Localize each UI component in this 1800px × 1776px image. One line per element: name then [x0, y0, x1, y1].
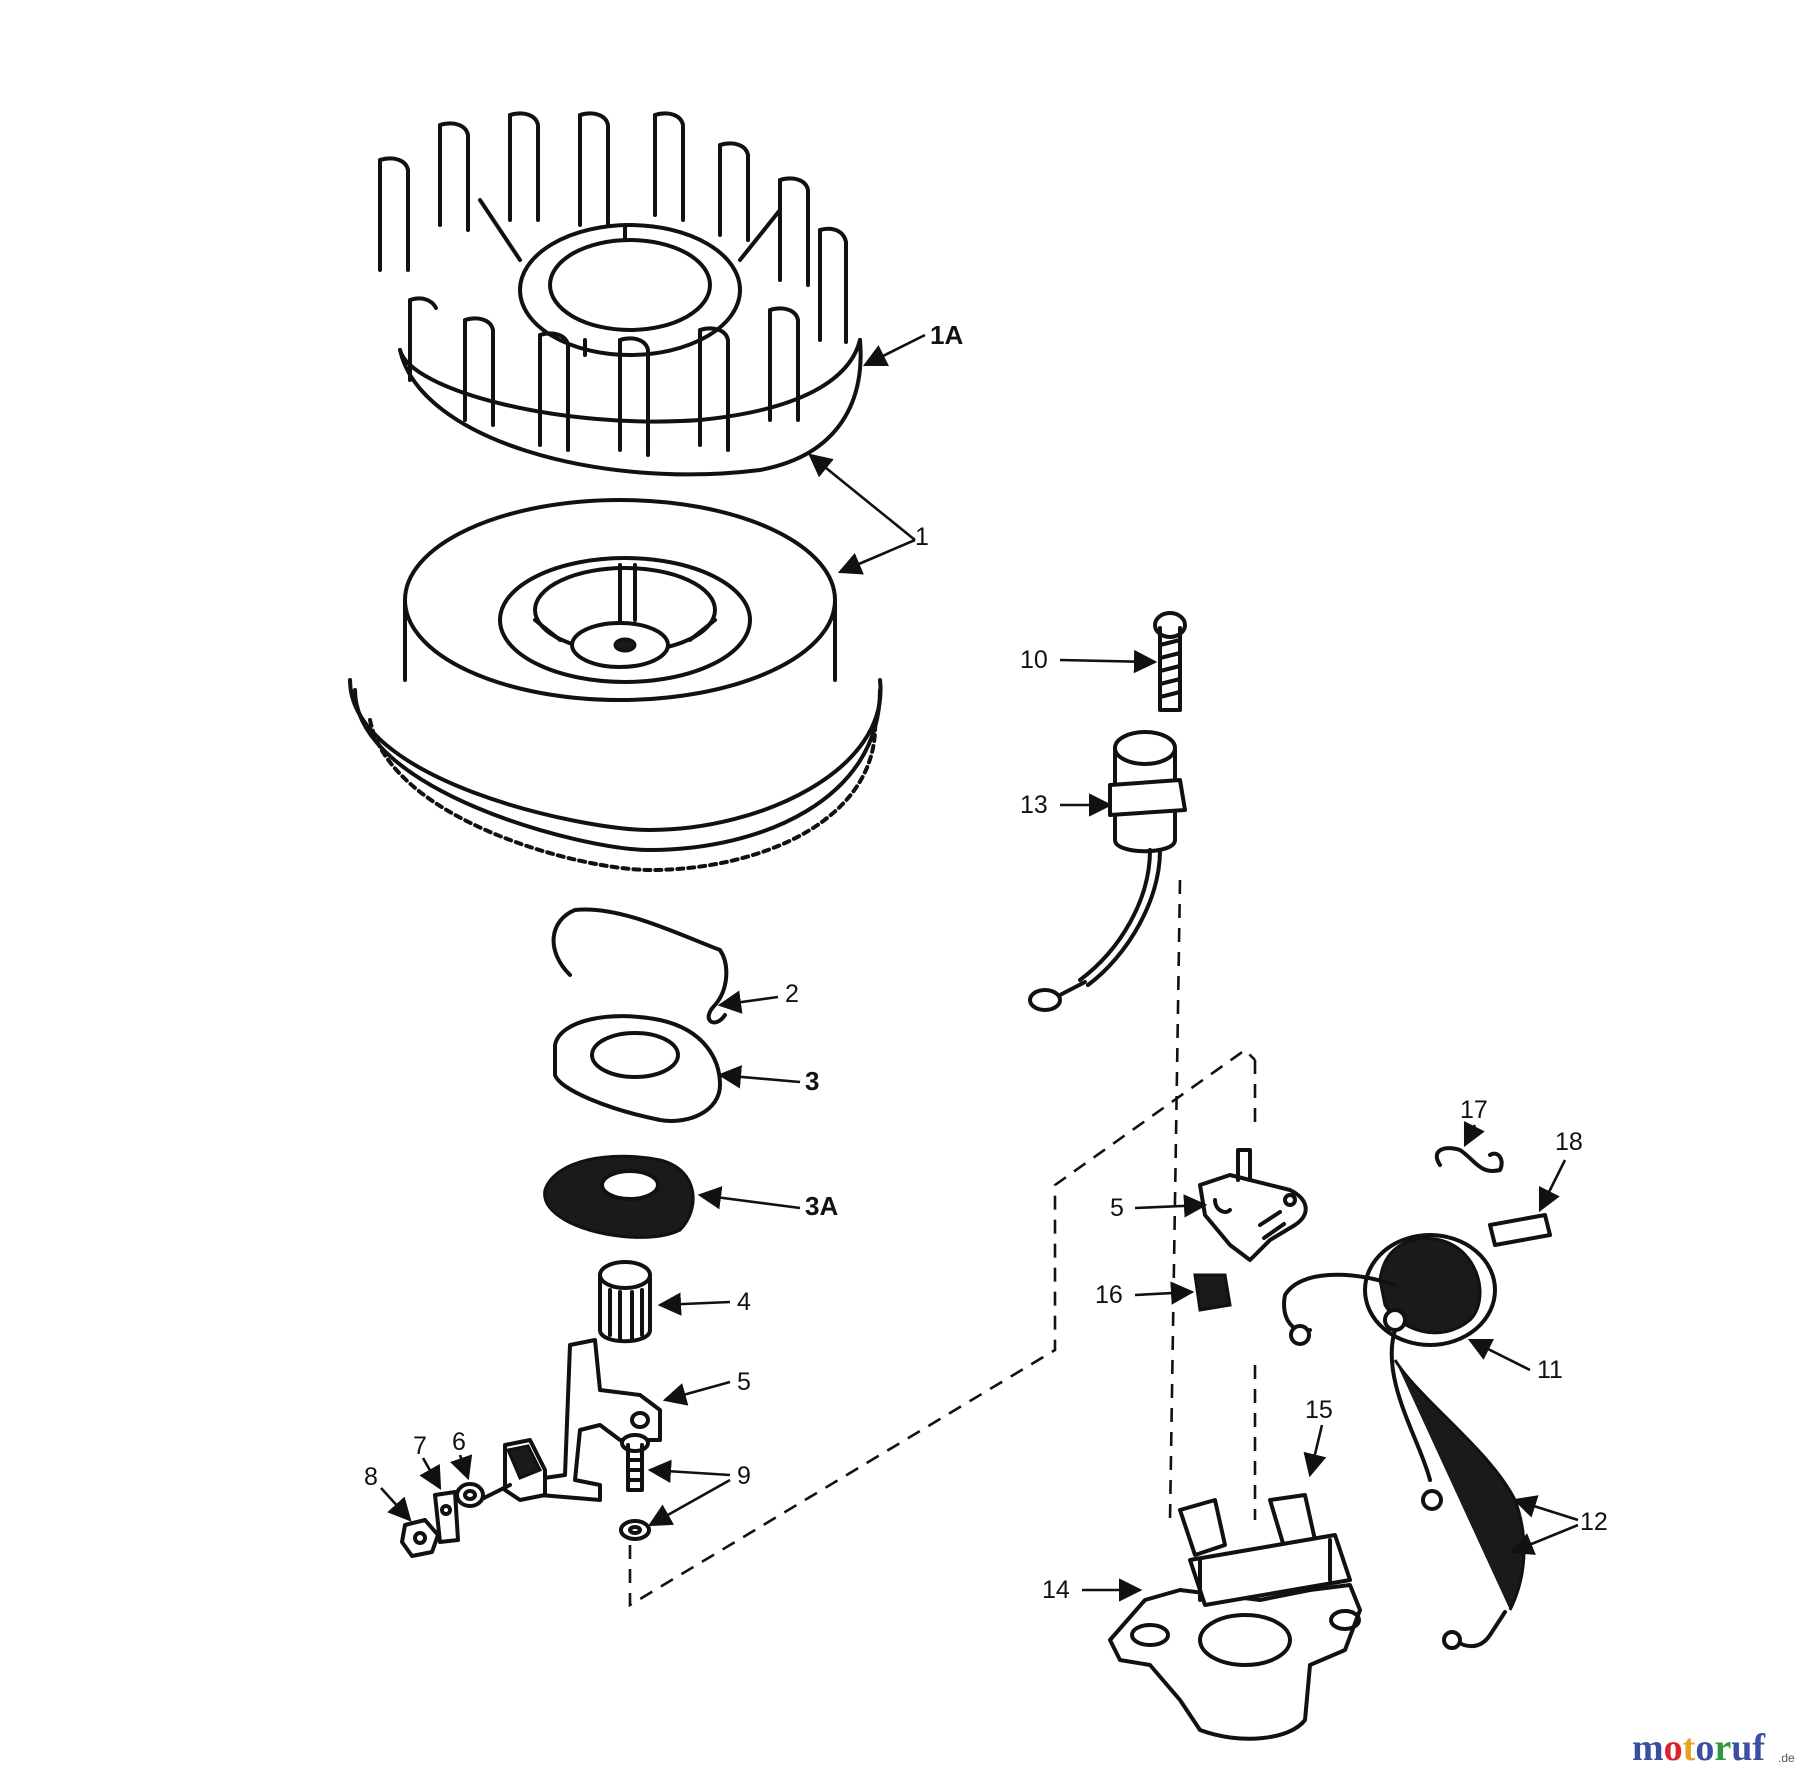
label-14: 14: [1042, 1576, 1070, 1604]
label-5-left: 5: [737, 1368, 751, 1396]
watermark-logo: motoruf .de: [1632, 1727, 1795, 1769]
spring-clip-part: [551, 907, 729, 1025]
label-8: 8: [364, 1463, 378, 1491]
label-3a: 3A: [805, 1191, 838, 1221]
coil-part: [1282, 1233, 1497, 1511]
lead-wire-part: [1393, 1359, 1526, 1650]
fan-blades: [378, 111, 848, 457]
label-6: 6: [452, 1428, 466, 1456]
spring-part: [1434, 1146, 1504, 1173]
label-9: 9: [737, 1462, 751, 1490]
label-12: 12: [1580, 1508, 1608, 1536]
felt-washer-part: [543, 1154, 695, 1239]
label-11: 11: [1537, 1356, 1563, 1384]
label-3: 3: [805, 1066, 819, 1096]
label-16: 16: [1095, 1281, 1123, 1309]
cover-plate-part: [553, 1014, 722, 1123]
stator-part: [1108, 1493, 1362, 1741]
label-10: 10: [1020, 646, 1048, 674]
label-1: 1: [915, 523, 929, 551]
condenser-part: [1028, 730, 1187, 1012]
bushing-part: [598, 1260, 652, 1344]
svg-text:motoruf: motoruf: [1632, 1727, 1766, 1769]
terminal-part: [433, 1490, 460, 1544]
screw-part: [1153, 611, 1187, 712]
svg-text:.de: .de: [1778, 1751, 1795, 1765]
label-7: 7: [413, 1432, 427, 1460]
label-5-right: 5: [1110, 1194, 1124, 1222]
label-18: 18: [1555, 1128, 1583, 1156]
label-15: 15: [1305, 1396, 1333, 1424]
felt-pad-part: [1193, 1273, 1232, 1312]
nut-part: [400, 1518, 440, 1558]
breaker-plate-part: [1198, 1148, 1308, 1262]
label-13: 13: [1020, 791, 1048, 819]
flywheel-part: [348, 498, 883, 872]
part-labels: 1A 1 2 3 3A 4 5 6 7 8 9 10 13 5 16 11 12…: [364, 320, 1608, 1604]
clip-part: [1488, 1213, 1552, 1247]
leader-lines: [380, 333, 1579, 1602]
label-2: 2: [785, 980, 799, 1008]
breaker-arm-part: [478, 1338, 662, 1502]
label-1a: 1A: [930, 320, 963, 350]
screw-washer-part: [619, 1433, 651, 1541]
washer-part: [455, 1482, 485, 1508]
label-17: 17: [1460, 1096, 1488, 1124]
label-4: 4: [737, 1288, 751, 1316]
dashed-alignment-lines: [628, 879, 1257, 1608]
fan-part: [378, 111, 863, 477]
